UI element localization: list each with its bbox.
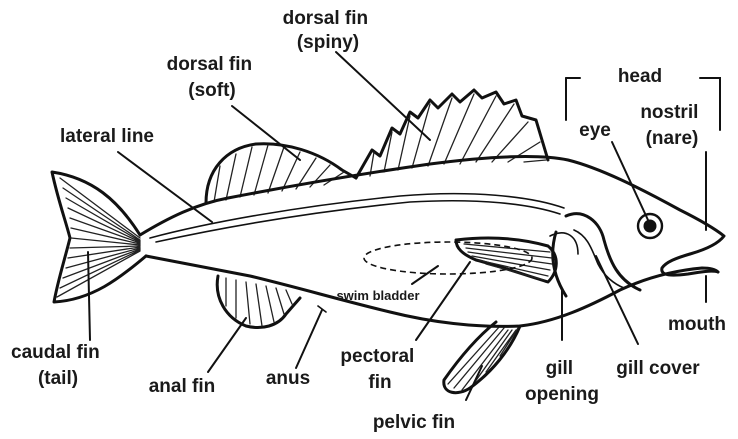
label-lateral-line: lateral line xyxy=(60,126,154,147)
label-gill-cover: gill cover xyxy=(616,358,700,379)
pelvic-fin xyxy=(444,322,520,393)
label-pelvic-fin: pelvic fin xyxy=(373,412,455,433)
label-anus: anus xyxy=(266,368,310,389)
label-pectoral-fin: pectoral fin xyxy=(340,346,419,393)
label-swim-bladder: swim bladder xyxy=(336,288,419,303)
label-mouth: mouth xyxy=(668,314,726,335)
label-dorsal-fin-spiny: dorsal fin (spiny) xyxy=(283,8,374,53)
label-dorsal-fin-soft: dorsal fin (soft) xyxy=(167,54,258,101)
label-caudal-fin: caudal fin (tail) xyxy=(11,342,105,389)
anal-fin xyxy=(217,276,300,328)
label-nostril: nostril (nare) xyxy=(640,102,703,149)
spiny-dorsal-fin xyxy=(356,90,548,178)
label-head: head xyxy=(618,66,662,87)
soft-dorsal-fin xyxy=(206,144,356,203)
caudal-fin xyxy=(52,172,146,302)
label-anal-fin: anal fin xyxy=(149,376,216,397)
fish-body xyxy=(140,157,724,327)
label-eye: eye xyxy=(579,120,611,141)
label-gill-opening: gill opening xyxy=(525,358,599,405)
